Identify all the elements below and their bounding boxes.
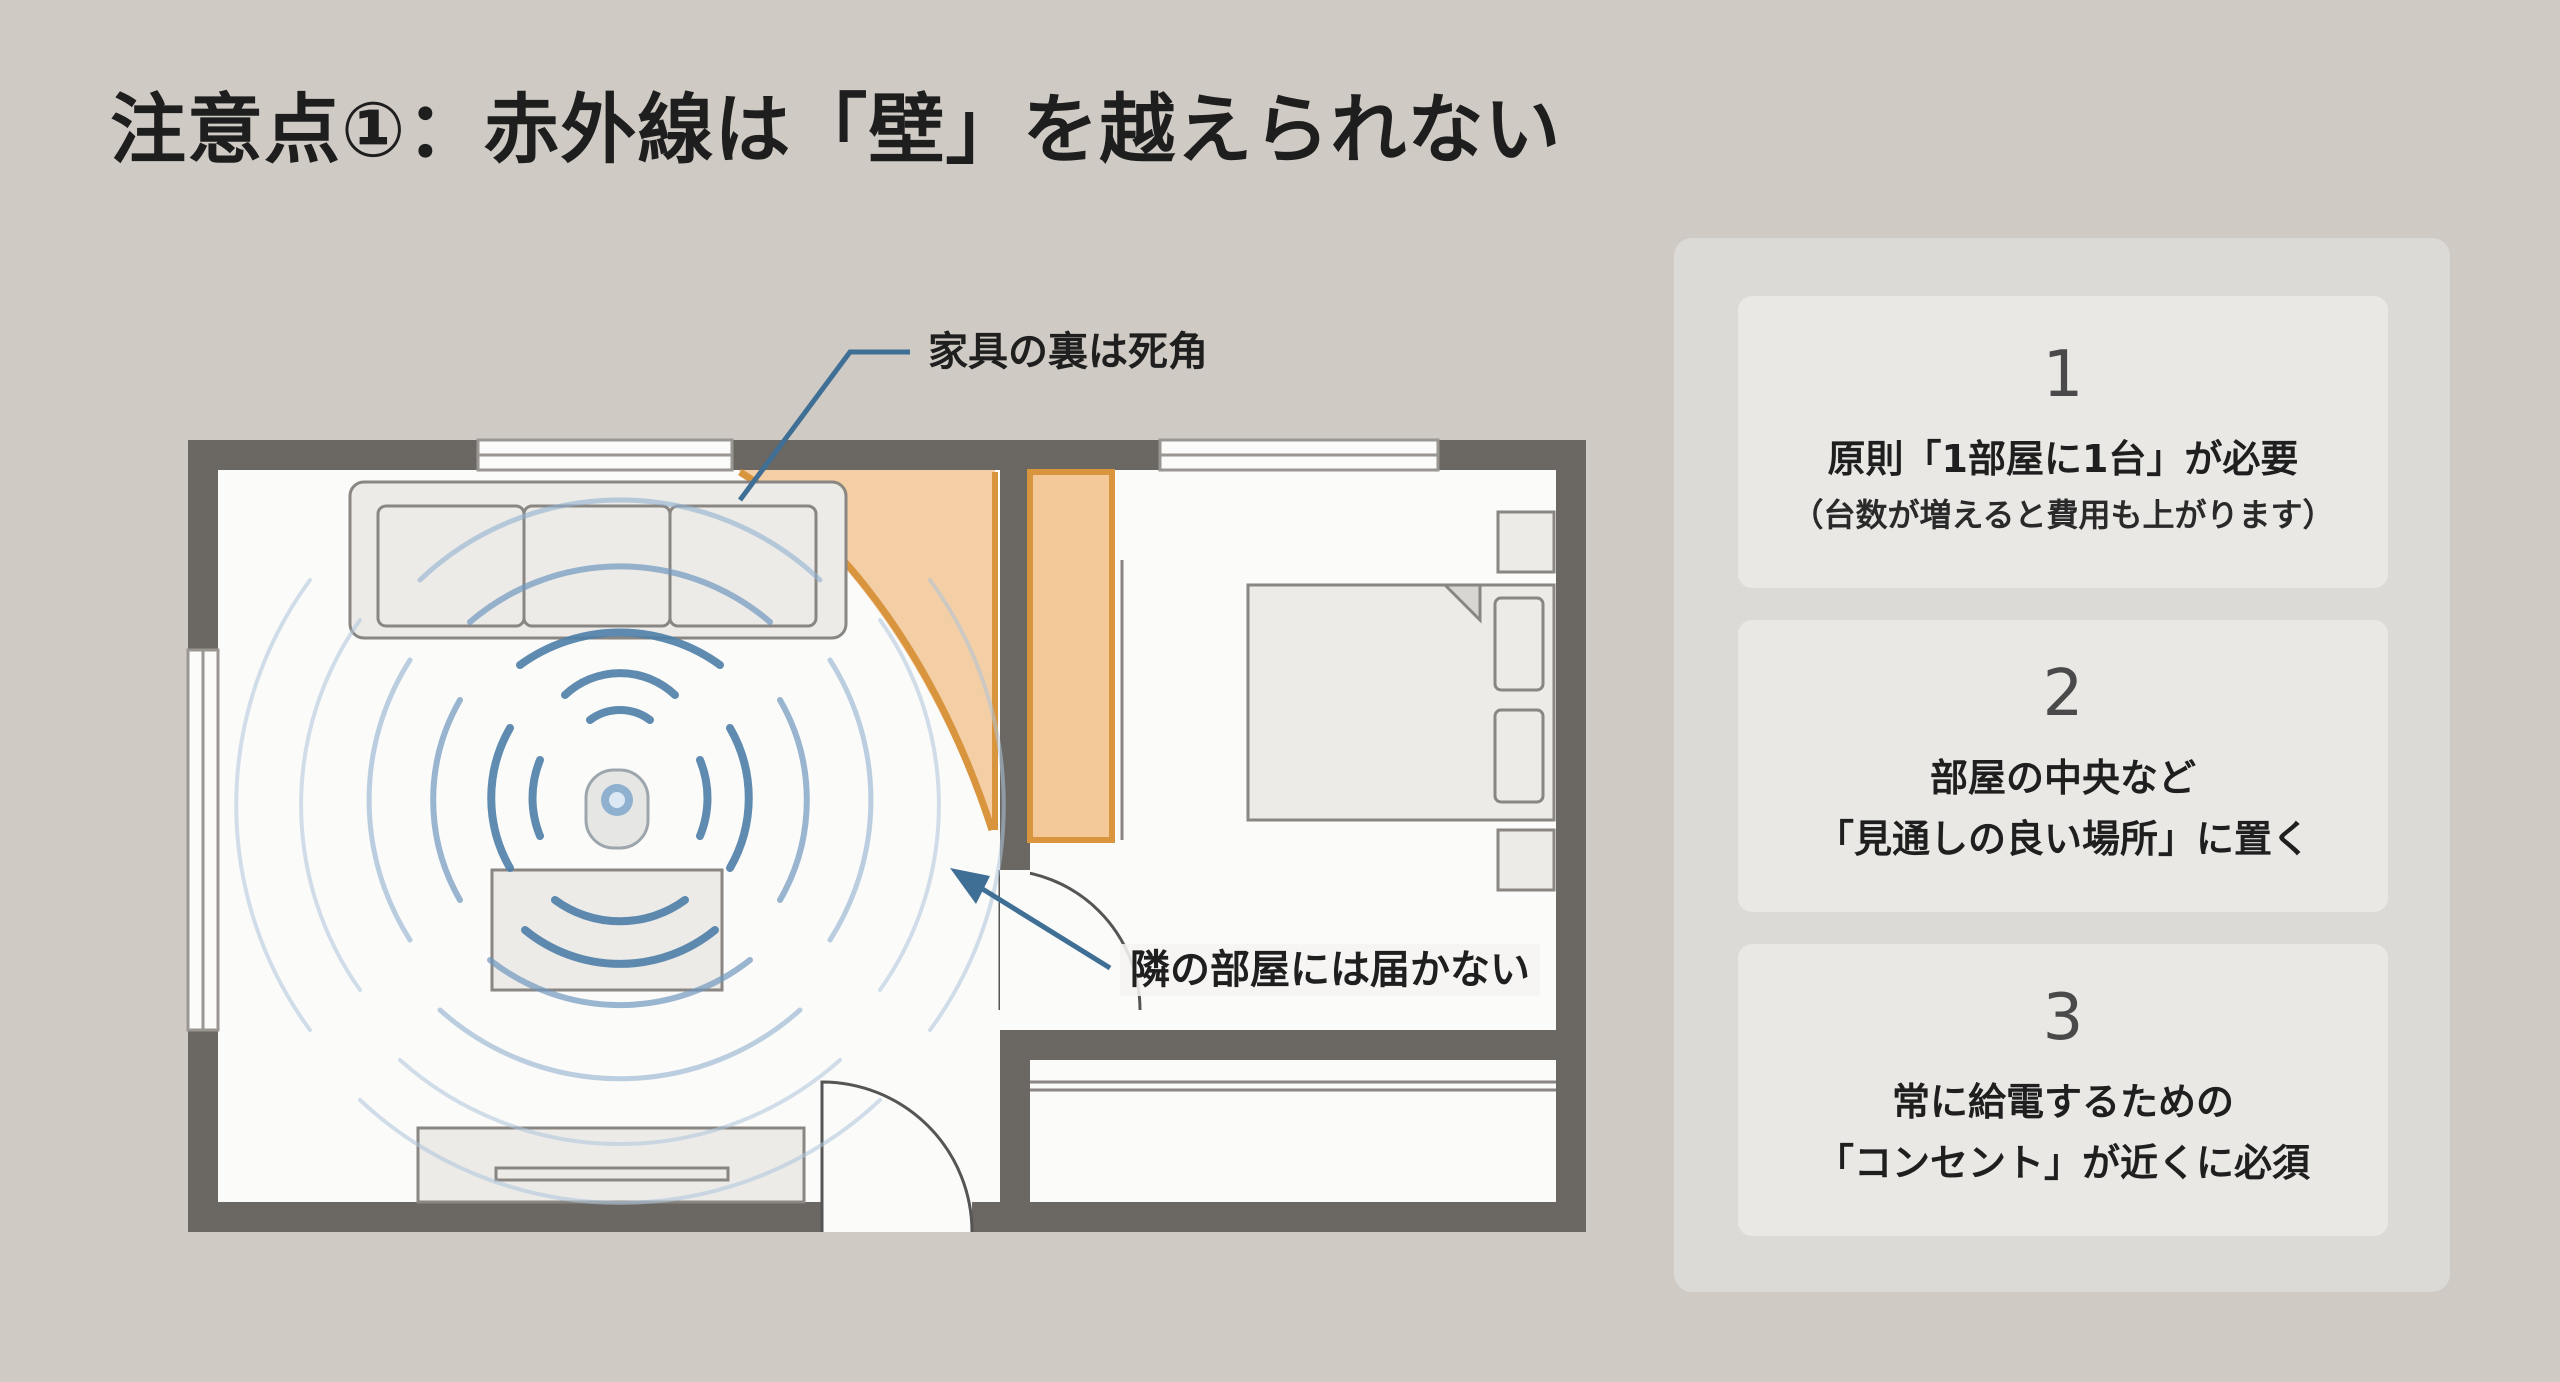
infrared-device-icon — [584, 768, 650, 850]
arrow-head-icon — [950, 868, 990, 904]
signal-waves — [234, 497, 1006, 1205]
tip-number: 3 — [2042, 981, 2084, 1056]
sofa — [348, 480, 848, 640]
tip-line-1: 原則「1部屋に1台」が必要 — [1827, 437, 2299, 481]
tip-card-2: 2 部屋の中央など 「見通しの良い場所」に置く — [1738, 620, 2388, 912]
windows — [186, 438, 1440, 1032]
coffee-table — [490, 868, 724, 992]
tip-number: 1 — [2042, 338, 2084, 412]
tip-line-1: 常に給電するための — [1891, 1080, 2234, 1125]
callout-next-room: 隣の部屋には届かない — [1120, 944, 1540, 996]
floor-plan — [186, 349, 1586, 1233]
callout-blind-spot: 家具の裏は死角 — [928, 329, 1208, 375]
callout-lines — [737, 349, 1112, 971]
blind-spot-area — [738, 470, 995, 830]
living-door-opening — [1000, 870, 1030, 1030]
tip-line-1: 部屋の中央など — [1929, 756, 2196, 801]
tv-stand — [416, 1126, 806, 1204]
tip-line-2: 「コンセント」が近くに必須 — [1815, 1141, 2310, 1185]
tip-number: 2 — [2042, 657, 2084, 732]
tip-line-2: （台数が増えると費用も上がります） — [1791, 495, 2335, 534]
tip-card-3: 3 常に給電するための 「コンセント」が近くに必須 — [1738, 944, 2388, 1236]
blocked-zone — [1027, 469, 1115, 843]
closet-doors — [1030, 1080, 1556, 1092]
closet-floor — [1030, 1060, 1556, 1202]
bed — [1246, 510, 1556, 892]
entrance-opening — [822, 1202, 972, 1232]
blind-spot-wall-edge — [992, 472, 998, 830]
tip-line-2: 「見通しの良い場所」に置く — [1815, 817, 2310, 861]
page-title: 注意点①：赤外線は「壁」を越えられない — [110, 85, 1562, 174]
interior-wall-horizontal — [1000, 1030, 1586, 1060]
tip-card-1: 1 原則「1部屋に1台」が必要 （台数が増えると費用も上がります） — [1738, 296, 2388, 588]
entrance-door-swing — [820, 1080, 974, 1233]
tips-panel: 1 原則「1部屋に1台」が必要 （台数が増えると費用も上がります） 2 部屋の中… — [1674, 238, 2450, 1292]
